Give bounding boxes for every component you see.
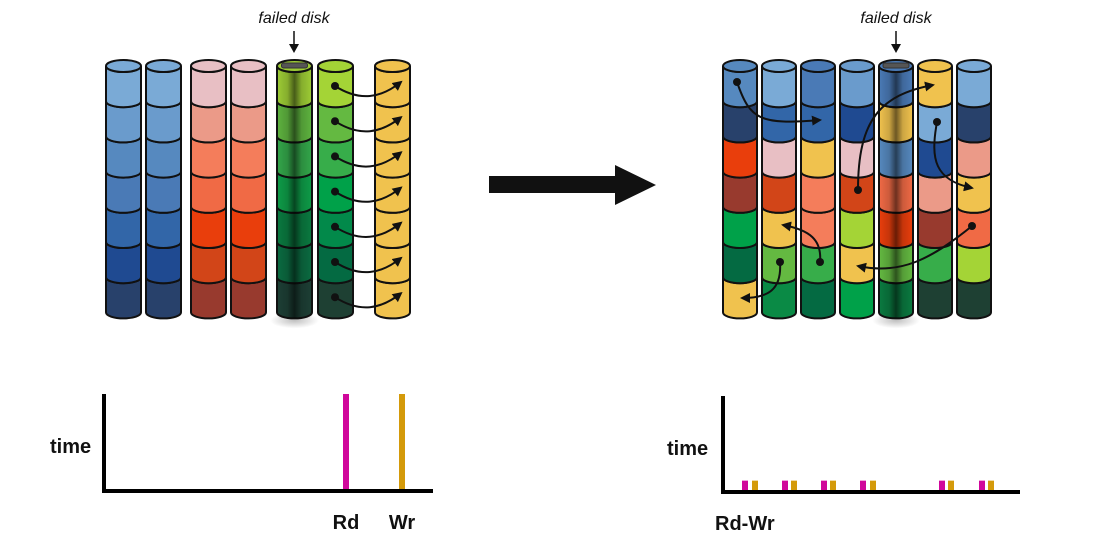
failed-disk-marker-icon bbox=[882, 62, 910, 69]
rebuild-source-dot bbox=[331, 222, 339, 231]
rebuild-arrow bbox=[334, 80, 403, 98]
failed-disk-marker-icon bbox=[281, 62, 308, 69]
bar-wr-3 bbox=[830, 480, 836, 490]
bar-wr-2 bbox=[399, 394, 405, 489]
declustered-raid-array bbox=[722, 59, 992, 329]
rebuild-source-dot bbox=[854, 186, 862, 194]
rebuild-arrow bbox=[334, 186, 403, 203]
disk-1 bbox=[722, 59, 758, 320]
rebuild-arrow bbox=[857, 81, 935, 191]
disk-6 bbox=[917, 59, 953, 320]
rebuild-time-chart-declustered: time Rd-Wr bbox=[667, 396, 1020, 535]
failed-disk-shading bbox=[879, 66, 913, 319]
disk-top-cap bbox=[190, 59, 227, 73]
rebuild-arrow bbox=[334, 115, 403, 133]
rebuild-arrow bbox=[334, 256, 403, 274]
bar-rd-3 bbox=[821, 480, 827, 490]
rebuild-arrow bbox=[856, 225, 973, 273]
failed-disk-label-left: failed disk bbox=[258, 10, 330, 27]
failed-disk-pointer-left bbox=[289, 31, 299, 53]
disk-top-cap bbox=[317, 59, 354, 73]
disk-top-cap bbox=[956, 59, 992, 73]
bar-wr-4 bbox=[870, 480, 876, 490]
disk-top-cap bbox=[374, 59, 411, 73]
x-tick-label-wr: Wr bbox=[389, 512, 416, 534]
disk-top-cap bbox=[722, 59, 758, 73]
failed-disk-label-right: failed disk bbox=[860, 10, 932, 27]
right-rebuild-arrows bbox=[733, 78, 976, 303]
disk-top-cap bbox=[839, 59, 875, 73]
disk-2 bbox=[145, 59, 182, 320]
bar-wr-1 bbox=[752, 480, 758, 490]
rebuild-source-dot bbox=[331, 117, 339, 126]
bar-wr-6 bbox=[988, 480, 994, 490]
rebuild-arrow bbox=[781, 221, 822, 263]
bar-wr-5 bbox=[948, 480, 954, 490]
rebuild-source-dot bbox=[816, 258, 824, 266]
bar-rd-2 bbox=[782, 480, 788, 490]
rebuild-source-dot bbox=[968, 222, 976, 230]
rebuild-time-chart-traditional: time Rd Wr bbox=[50, 394, 433, 534]
x-tick-label-rd: Rd bbox=[333, 512, 360, 534]
disk-top-cap bbox=[105, 59, 142, 73]
rebuild-arrow bbox=[740, 261, 782, 303]
rebuild-source-dot bbox=[331, 82, 339, 90]
disk-7 bbox=[956, 59, 992, 320]
bar-rd-4 bbox=[860, 480, 866, 490]
bar-rd-1 bbox=[742, 480, 748, 490]
rebuild-arrow bbox=[334, 291, 403, 309]
disk-top-cap bbox=[917, 59, 953, 73]
disk-3 bbox=[190, 59, 227, 320]
disk-top-cap bbox=[230, 59, 267, 73]
rebuild-arrow bbox=[334, 151, 403, 168]
disk-top-cap bbox=[800, 59, 836, 73]
disk-3 bbox=[800, 59, 836, 320]
left-rebuild-arrows bbox=[331, 80, 403, 309]
disk-1 bbox=[105, 59, 142, 320]
traditional-raid-array bbox=[105, 59, 411, 329]
y-axis-label: time bbox=[667, 438, 708, 460]
disk-5-failed bbox=[270, 59, 319, 329]
rebuild-source-dot bbox=[733, 78, 741, 86]
disk-4 bbox=[839, 59, 875, 320]
x-axis-label: Rd-Wr bbox=[715, 513, 775, 535]
failed-disk-pointer-right bbox=[891, 31, 901, 53]
y-axis-label: time bbox=[50, 436, 91, 458]
bar-rd-1 bbox=[343, 394, 349, 489]
disk-4 bbox=[230, 59, 267, 320]
rebuild-source-dot bbox=[331, 258, 339, 266]
disk-top-cap bbox=[761, 59, 797, 73]
rebuild-source-dot bbox=[331, 152, 339, 161]
rebuild-source-dot bbox=[331, 187, 339, 196]
disk-5-failed bbox=[872, 59, 920, 329]
rebuild-arrow bbox=[334, 221, 403, 238]
bar-rd-5 bbox=[939, 480, 945, 490]
rebuild-source-dot bbox=[933, 118, 941, 126]
disk-7 bbox=[374, 59, 411, 320]
bar-wr-2 bbox=[791, 480, 797, 490]
rebuild-source-dot bbox=[776, 258, 784, 266]
transition-arrow-icon bbox=[489, 165, 656, 205]
rebuild-arrow bbox=[736, 81, 822, 126]
rebuild-source-dot bbox=[331, 293, 339, 302]
bar-rd-6 bbox=[979, 480, 985, 490]
failed-disk-shading bbox=[277, 66, 312, 319]
rebuild-arrow bbox=[933, 121, 974, 192]
disk-top-cap bbox=[145, 59, 182, 73]
